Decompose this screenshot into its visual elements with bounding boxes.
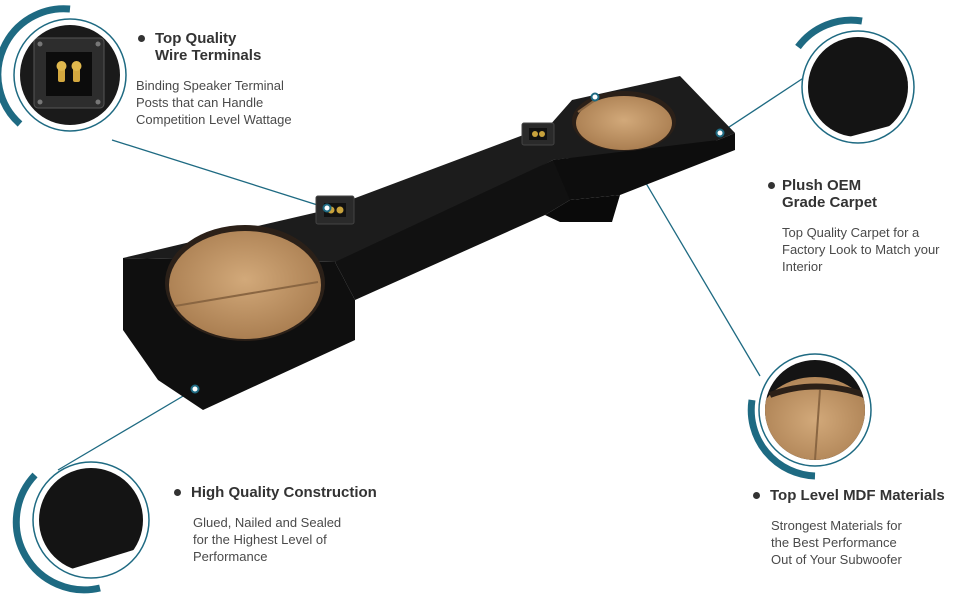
feature-title-line: Plush OEM [782, 177, 862, 194]
feature-mdf: Top Level MDF Materials Strongest Materi… [751, 487, 966, 568]
feature-description-line: Interior [782, 259, 823, 274]
callout-circle-mdf [747, 353, 872, 480]
anchor-dot-terminals [322, 203, 332, 213]
feature-description-line: Factory Look to Match your [782, 242, 940, 257]
feature-construction: High Quality Construction Glued, Nailed … [172, 484, 412, 565]
feature-title-line: Wire Terminals [155, 47, 262, 64]
callout-line-carpet [719, 74, 809, 134]
feature-description: Binding Speaker Terminal Posts that can … [136, 77, 375, 128]
callout-circle-construction [12, 461, 150, 594]
right-speaker-hole [576, 96, 672, 150]
box-bottom-step [545, 195, 620, 222]
subwoofer-box [123, 76, 735, 410]
feature-title-line: Top Quality [155, 30, 237, 47]
anchor-dot-mdf [590, 92, 600, 102]
feature-title: Plush OEM Grade Carpet [766, 177, 966, 211]
feature-description-line: Performance [193, 549, 268, 564]
feature-title-line: Grade Carpet [782, 194, 878, 211]
feature-description: Top Quality Carpet for a Factory Look to… [766, 224, 966, 275]
feature-description-line: Strongest Materials for [771, 518, 902, 533]
feature-description-line: Glued, Nailed and Sealed [193, 515, 342, 530]
anchor-dot-carpet [715, 128, 725, 138]
feature-description-line: Out of Your Subwoofer [771, 552, 902, 567]
feature-description: Strongest Materials for the Best Perform… [751, 517, 966, 568]
feature-title-line: Top Level MDF Materials [770, 487, 945, 504]
callout-line-construction [57, 388, 196, 471]
box-front-center [335, 158, 570, 300]
feature-description-line: for the Highest Level of [193, 532, 327, 547]
callout-circle-carpet [795, 16, 915, 144]
feature-carpet: Plush OEM Grade Carpet Top Quality Carpe… [766, 177, 966, 275]
anchor-dot-construction [190, 384, 200, 394]
box-front-right [553, 133, 735, 200]
feature-description-line: the Best Performance [771, 535, 897, 550]
feature-wire-terminals: Top Quality Wire Terminals Binding Speak… [136, 30, 375, 128]
feature-description-line: Binding Speaker Terminal [136, 78, 284, 93]
feature-description-line: Competition Level Wattage [136, 112, 292, 127]
callout-line-terminals [111, 139, 328, 209]
feature-description-line: Posts that can Handle [136, 95, 264, 110]
callout-circle-terminals [0, 5, 127, 132]
feature-title: Top Level MDF Materials [751, 487, 966, 504]
feature-title: High Quality Construction [172, 484, 412, 501]
feature-title-line: High Quality Construction [191, 484, 377, 501]
terminal-plate-right [521, 122, 555, 146]
feature-title: Top Quality Wire Terminals [136, 30, 356, 64]
feature-description-line: Top Quality Carpet for a [782, 225, 920, 240]
left-speaker-hole [169, 231, 321, 339]
feature-description: Glued, Nailed and Sealed for the Highest… [172, 514, 412, 565]
terminal-plate-center [315, 195, 355, 225]
